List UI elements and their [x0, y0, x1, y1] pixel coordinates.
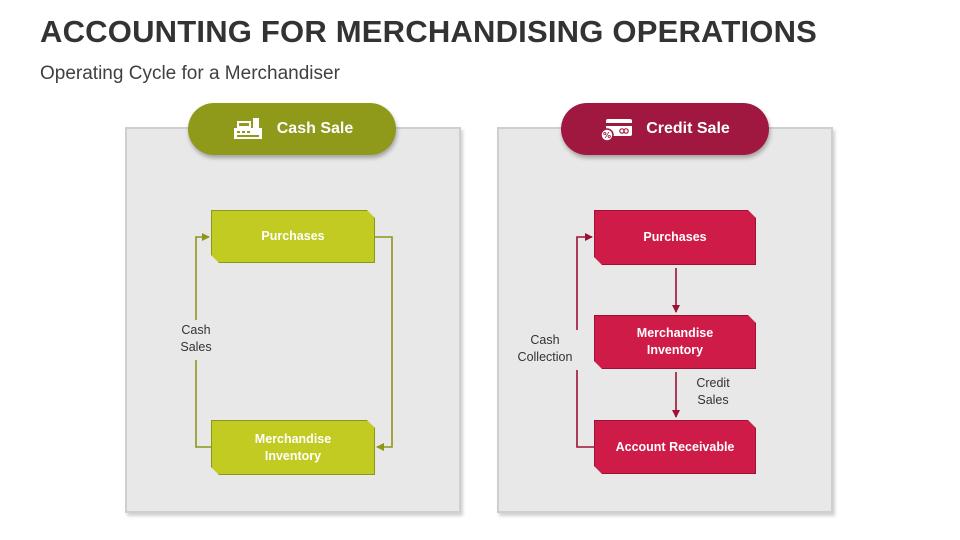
cash-sale-label: Cash Sale — [276, 120, 354, 137]
page-title: ACCOUNTING FOR MERCHANDISING OPERATIONS — [40, 14, 818, 49]
credit-inventory-box: Merchandise Inventory — [594, 315, 756, 369]
credit-purchases-box: Purchases — [594, 210, 756, 265]
cash-purchases-label: Purchases — [261, 229, 325, 243]
cash-purchases-to-inventory-arrow — [375, 236, 393, 451]
credit-receivable-label: Account Receivable — [615, 439, 735, 454]
cash-sale-pill: Cash Sale — [188, 103, 396, 155]
svg-text:%: % — [603, 131, 611, 140]
credit-sales-label: Credit Sales — [696, 376, 730, 407]
credit-receivable-box: Account Receivable — [594, 420, 756, 474]
page-subtitle: Operating Cycle for a Merchandiser — [40, 63, 340, 84]
credit-inventory-label: Merchandise Inventory — [636, 326, 714, 357]
cash-register-icon — [231, 116, 265, 142]
cash-collection-label: Cash Collection — [512, 332, 578, 366]
cash-inventory-label: Merchandise Inventory — [254, 431, 332, 463]
cash-inventory-to-purchases-arrow — [195, 233, 210, 320]
cash-purchases-box: Purchases — [211, 210, 375, 263]
credit-receivable-line — [576, 370, 594, 448]
credit-sale-label: Credit Sale — [646, 120, 730, 137]
cash-inventory-box: Merchandise Inventory — [211, 420, 375, 475]
credit-card-icon: % — [600, 116, 634, 142]
credit-receivable-to-purchases-arrow — [576, 233, 593, 330]
cash-inventory-line — [195, 360, 211, 448]
credit-purchases-label: Purchases — [643, 230, 707, 244]
cash-sales-label: Cash Sales — [172, 322, 220, 356]
credit-sale-pill: % Credit Sale — [561, 103, 769, 155]
